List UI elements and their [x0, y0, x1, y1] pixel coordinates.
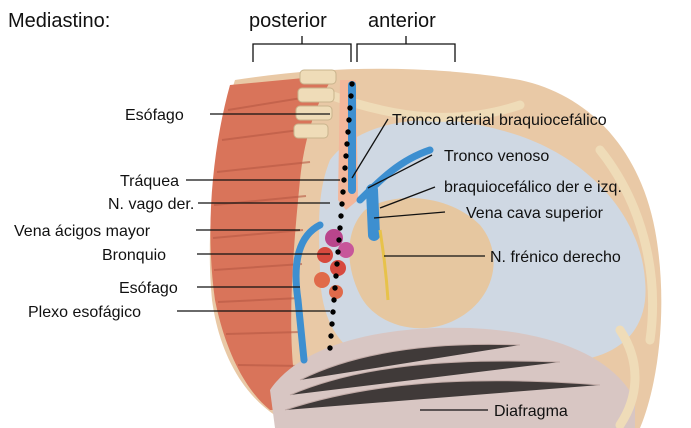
label-tronco-venoso-1: Tronco venoso: [444, 148, 549, 165]
label-bronquio: Bronquio: [102, 247, 166, 264]
label-esofago-bottom: Esófago: [119, 280, 178, 297]
label-vena-cava: Vena cava superior: [466, 205, 604, 222]
label-n-vago: N. vago der.: [108, 196, 194, 213]
anterior-label: anterior: [368, 10, 436, 32]
label-tronco-arterial: Tronco arterial braquiocefálico: [392, 112, 607, 129]
label-n-frenico: N. frénico derecho: [490, 249, 621, 266]
label-traquea: Tráquea: [120, 173, 179, 190]
label-tronco-venoso-2: braquiocefálico der e izq.: [444, 179, 622, 196]
label-plexo: Plexo esofágico: [28, 304, 141, 321]
label-esofago-top: Esófago: [125, 107, 184, 124]
section-title: Mediastino:: [8, 10, 110, 32]
label-vena-acigos: Vena ácigos mayor: [14, 223, 151, 240]
posterior-label: posterior: [249, 10, 327, 32]
region-brackets: [253, 36, 455, 62]
label-diafragma: Diafragma: [494, 403, 568, 420]
